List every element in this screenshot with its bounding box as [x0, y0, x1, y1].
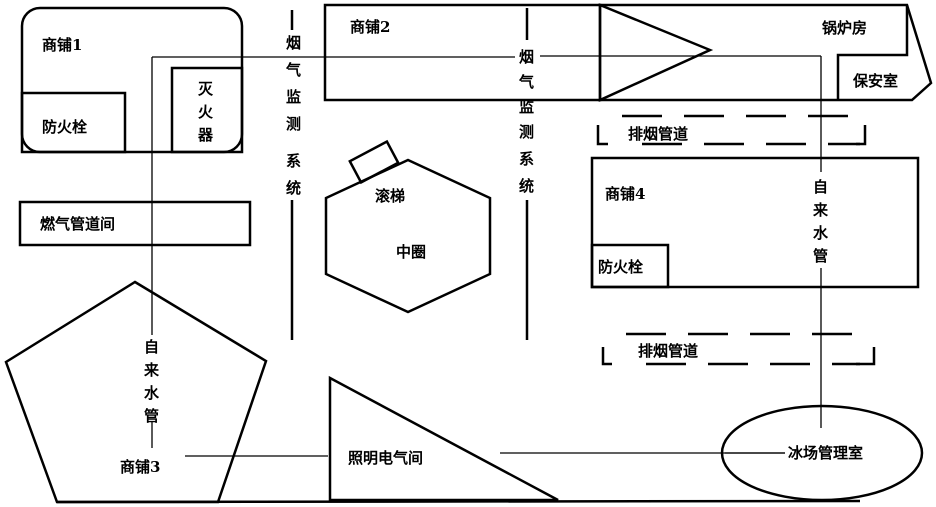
shop1-label: 商铺1	[42, 36, 82, 54]
center-ring-label: 中圈	[396, 243, 426, 261]
security-room-label: 保安室	[852, 72, 898, 90]
gas-room-box	[18, 200, 252, 247]
smoke-char: 监	[286, 88, 301, 106]
boiler-room-box	[600, 3, 933, 102]
security-room-box	[836, 5, 909, 100]
center-hexagon	[324, 158, 492, 314]
rink-office-label: 冰场管理室	[788, 444, 863, 462]
extinguisher-char: 器	[197, 126, 214, 144]
smoke-char: 系	[519, 150, 534, 168]
shop4-label: 商铺4	[605, 185, 645, 203]
exhaust-duct-label: 排烟管道	[628, 125, 688, 143]
shop2-triangle	[598, 3, 714, 102]
smoke-char: 系	[286, 152, 301, 170]
rink-office-ellipse	[720, 404, 924, 502]
extinguisher-box	[170, 66, 244, 154]
bottom-line	[56, 499, 861, 504]
smoke-char: 监	[519, 98, 534, 116]
exhaust-duct-bracket	[856, 125, 867, 146]
exhaust-duct-bracket	[601, 347, 612, 366]
water-pipe-char: 水	[813, 224, 829, 242]
exhaust-duct-bracket	[596, 125, 608, 146]
smoke-char: 测	[286, 115, 301, 133]
smoke-char: 统	[519, 177, 534, 195]
exhaust-duct-bracket	[856, 347, 876, 366]
water-pipe-char: 自	[144, 338, 159, 356]
smoke-char: 烟	[286, 34, 301, 52]
boiler-room-label: 锅炉房	[822, 19, 867, 37]
escalator-box	[348, 139, 400, 185]
shop3-label: 商铺3	[120, 458, 160, 476]
smoke-char: 气	[285, 61, 301, 79]
extinguisher-char: 灭	[197, 80, 214, 98]
water-pipe-char: 管	[144, 407, 159, 425]
extinguisher-char: 火	[198, 103, 214, 121]
water-pipe-char: 自	[813, 178, 828, 196]
water-pipe-char: 管	[813, 247, 828, 265]
lighting-room-label: 照明电气间	[348, 449, 423, 467]
hydrant1-box	[20, 91, 127, 154]
lighting-room-triangle	[328, 375, 559, 502]
hydrant4-label: 防火栓	[598, 258, 643, 276]
smoke-char: 气	[518, 73, 534, 91]
exhaust-duct-label: 排烟管道	[638, 342, 698, 360]
hydrant4-box	[590, 243, 670, 289]
water-pipe-char: 来	[143, 361, 160, 379]
water-pipe-char: 来	[812, 201, 829, 219]
shop2-label: 商铺2	[350, 18, 390, 36]
shop4-box	[590, 156, 920, 289]
smoke-char: 统	[286, 179, 301, 197]
smoke-char: 测	[519, 123, 534, 141]
smoke-char: 烟	[519, 48, 534, 66]
water-pipe-char: 水	[144, 384, 160, 402]
gas-room-label: 燃气管道间	[40, 215, 115, 233]
escalator-label: 滚梯	[375, 187, 405, 205]
hydrant1-label: 防火栓	[42, 118, 87, 136]
